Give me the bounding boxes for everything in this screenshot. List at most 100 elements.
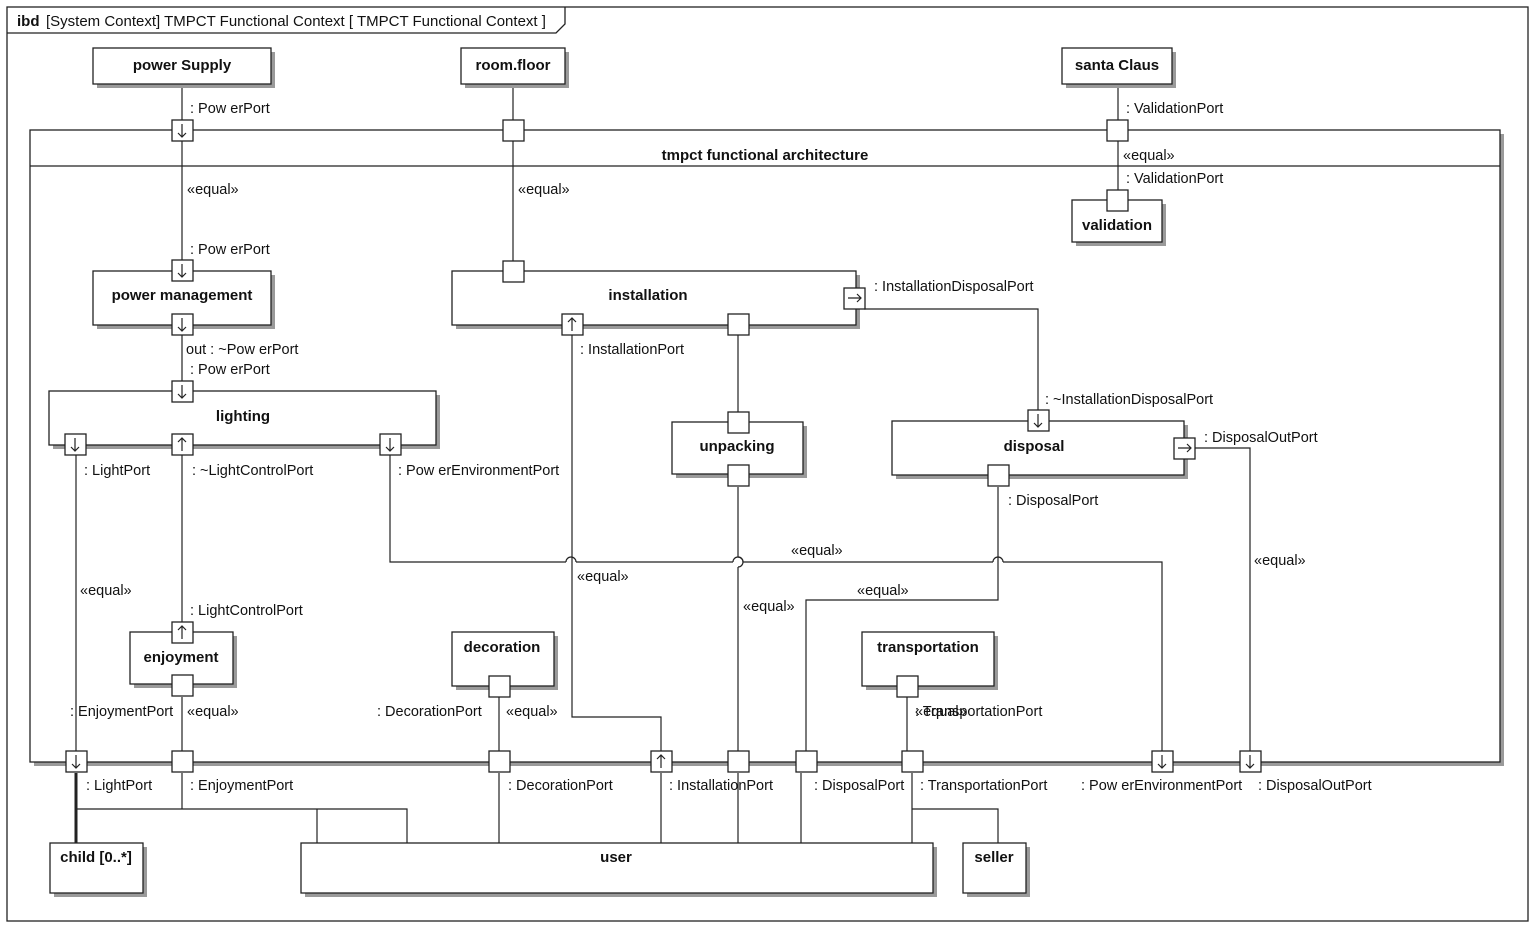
- block-enjoyment-label: enjoyment: [143, 649, 218, 666]
- block-validation-label: validation: [1082, 217, 1152, 234]
- port-disposal-outport[interactable]: [1173, 437, 1196, 460]
- port-decoration[interactable]: [488, 675, 511, 698]
- port-arch-disposalport[interactable]: [795, 750, 818, 773]
- label-val-validationport: : ValidationPort: [1126, 171, 1223, 187]
- label-equal-room: «equal»: [518, 182, 570, 198]
- label-bot-installationport: : InstallationPort: [669, 778, 773, 794]
- block-user[interactable]: user: [300, 842, 937, 897]
- label-equal-dispout: «equal»: [1254, 553, 1306, 569]
- block-power-supply-label: power Supply: [133, 57, 232, 74]
- label-bot-powerenv: : Pow erEnvironmentPort: [1081, 778, 1242, 794]
- label-equal-mid: «equal»: [791, 543, 843, 559]
- block-decoration-label: decoration: [464, 639, 541, 656]
- architecture-label: tmpct functional architecture: [662, 147, 869, 164]
- port-enjoyment-enjoymentport[interactable]: [171, 674, 194, 697]
- port-lighting-controlport[interactable]: [171, 433, 194, 456]
- label-disp-outport: : DisposalOutPort: [1204, 430, 1318, 446]
- label-sc-validationport: : ValidationPort: [1126, 101, 1223, 117]
- frame-title: [System Context] TMPCT Functional Contex…: [46, 13, 546, 30]
- port-pm-out[interactable]: [171, 313, 194, 336]
- port-arch-lightport[interactable]: [65, 750, 88, 773]
- label-enj-controlport: : LightControlPort: [190, 603, 303, 619]
- block-seller[interactable]: seller: [962, 842, 1030, 897]
- block-disposal-label: disposal: [1004, 438, 1065, 455]
- port-lighting-powerenv[interactable]: [379, 433, 402, 456]
- port-installation-disposalport[interactable]: [843, 287, 866, 310]
- block-santa-claus-label: santa Claus: [1075, 57, 1159, 74]
- block-power-supply[interactable]: power Supply: [92, 47, 275, 88]
- label-lighting-powerport: : Pow erPort: [190, 362, 270, 378]
- port-arch-powerenv[interactable]: [1151, 750, 1174, 773]
- block-installation[interactable]: installation: [451, 270, 860, 329]
- label-bot-disposaloutport: : DisposalOutPort: [1258, 778, 1372, 794]
- label-disp-disposalport: : DisposalPort: [1008, 493, 1098, 509]
- label-dec-decorationport: : DecorationPort: [377, 704, 482, 720]
- port-unpacking-bottom[interactable]: [727, 464, 750, 487]
- port-arch-power-in[interactable]: [171, 119, 194, 142]
- port-installation-floor[interactable]: [502, 260, 525, 283]
- block-unpacking-label: unpacking: [699, 438, 774, 455]
- port-arch-enjoymentport[interactable]: [171, 750, 194, 773]
- port-arch-unpacking[interactable]: [727, 750, 750, 773]
- block-disposal[interactable]: disposal: [891, 420, 1188, 479]
- block-lighting-label: lighting: [216, 408, 270, 425]
- label-inst-installationport: : InstallationPort: [580, 342, 684, 358]
- label-bot-transportationport: : TransportationPort: [920, 778, 1047, 794]
- port-enjoyment-controlport[interactable]: [171, 621, 194, 644]
- label-pm-powerport: : Pow erPort: [190, 242, 270, 258]
- port-transportation[interactable]: [896, 675, 919, 698]
- block-room-floor[interactable]: room.floor: [460, 47, 569, 88]
- block-santa-claus[interactable]: santa Claus: [1061, 47, 1176, 88]
- label-equal-dec: «equal»: [506, 704, 558, 720]
- label-light-lightport: : LightPort: [84, 463, 150, 479]
- port-arch-room-floor[interactable]: [502, 119, 525, 142]
- label-inst-disposalport: : InstallationDisposalPort: [874, 279, 1034, 295]
- port-pm-powerport[interactable]: [171, 259, 194, 282]
- block-child-label: child [0..*]: [60, 849, 132, 866]
- block-user-label: user: [600, 849, 632, 866]
- block-child[interactable]: child [0..*]: [49, 842, 147, 897]
- port-lighting-powerport[interactable]: [171, 380, 194, 403]
- port-validation[interactable]: [1106, 189, 1129, 212]
- port-arch-decorationport[interactable]: [488, 750, 511, 773]
- port-disposal-tilde[interactable]: [1027, 409, 1050, 432]
- connectors: [74, 84, 1251, 843]
- block-transportation-label: transportation: [877, 639, 979, 656]
- port-labels: : Pow erPort : ValidationPort «equal» : …: [70, 101, 1372, 794]
- label-equal-enj: «equal»: [187, 704, 239, 720]
- label-light-controlport: : ~LightControlPort: [192, 463, 313, 479]
- frame-kind: ibd: [17, 13, 40, 30]
- port-arch-validation[interactable]: [1106, 119, 1129, 142]
- label-ps-powerport: : Pow erPort: [190, 101, 270, 117]
- label-enj-enjoymentport: : EnjoymentPort: [70, 704, 173, 720]
- port-unpacking-top[interactable]: [727, 411, 750, 434]
- port-arch-disposaloutport[interactable]: [1239, 750, 1262, 773]
- ports: [64, 119, 1262, 773]
- label-trans-equal: «equal»: [915, 704, 967, 720]
- label-bot-decorationport: : DecorationPort: [508, 778, 613, 794]
- label-equal-unpack: «equal»: [743, 599, 795, 615]
- port-disposal-disposalport[interactable]: [987, 464, 1010, 487]
- block-installation-label: installation: [608, 287, 687, 304]
- block-lighting[interactable]: lighting: [48, 390, 440, 449]
- label-equal-ps: «equal»: [187, 182, 239, 198]
- port-arch-transportationport[interactable]: [901, 750, 924, 773]
- label-equal-validation: «equal»: [1123, 148, 1175, 164]
- port-installation-unpacking[interactable]: [727, 313, 750, 336]
- block-power-management-label: power management: [112, 287, 253, 304]
- block-seller-label: seller: [974, 849, 1013, 866]
- label-bot-enjoymentport: : EnjoymentPort: [190, 778, 293, 794]
- port-lighting-lightport[interactable]: [64, 433, 87, 456]
- frame-title-tab: [7, 7, 566, 34]
- label-equal-light: «equal»: [80, 583, 132, 599]
- port-installation-port[interactable]: [561, 313, 584, 336]
- label-trans-port: : TransportationPort: [915, 704, 1042, 720]
- port-arch-installationport[interactable]: [650, 750, 673, 773]
- label-equal-inst: «equal»: [577, 569, 629, 585]
- label-bot-lightport: : LightPort: [86, 778, 152, 794]
- block-room-floor-label: room.floor: [476, 57, 551, 74]
- label-bot-disposalport: : DisposalPort: [814, 778, 904, 794]
- block-transportation[interactable]: transportation: [861, 631, 998, 690]
- label-disp-tilde-port: : ~InstallationDisposalPort: [1045, 392, 1213, 408]
